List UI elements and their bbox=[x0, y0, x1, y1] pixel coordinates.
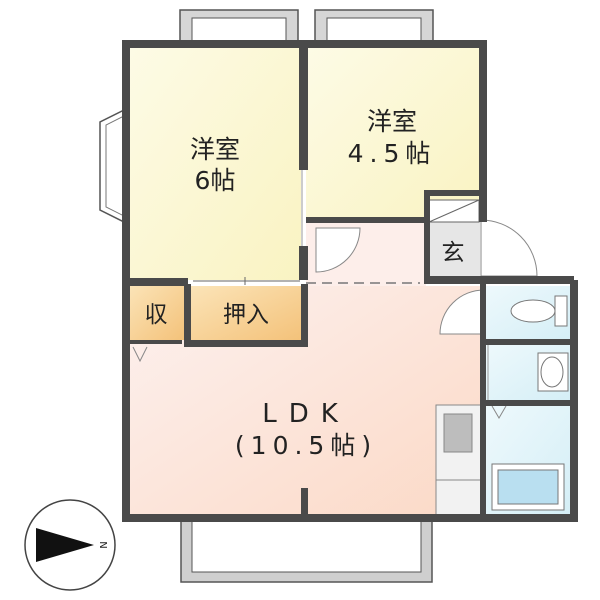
closet-area bbox=[190, 286, 301, 340]
entrance-area bbox=[426, 222, 480, 280]
compass: N bbox=[24, 499, 116, 591]
ldk-name: LDK bbox=[262, 399, 350, 429]
closet-label: 押入 bbox=[223, 302, 269, 328]
washbasin-fixture bbox=[537, 352, 569, 392]
western-room-4-5-name: 洋室 bbox=[367, 107, 417, 136]
compass-arrow-icon bbox=[36, 528, 94, 562]
top-balcony-left bbox=[179, 9, 299, 45]
entrance-label: 玄 bbox=[442, 240, 465, 266]
toilet-fixture bbox=[510, 295, 568, 327]
storage-label: 収 bbox=[145, 302, 168, 328]
compass-north-label: N bbox=[97, 541, 108, 548]
walls bbox=[122, 40, 578, 522]
storage-area bbox=[128, 286, 184, 340]
top-balcony-right bbox=[314, 9, 434, 45]
western-room-6-name: 洋室 bbox=[190, 135, 240, 164]
western-room-6-size: 6帖 bbox=[195, 166, 236, 195]
ldk-size: (10.5帖) bbox=[235, 431, 377, 460]
western-room-6-area bbox=[128, 46, 301, 280]
bottom-balcony bbox=[180, 519, 433, 583]
door-swings bbox=[132, 219, 538, 419]
western-room-4-5-size: 4.5帖 bbox=[348, 139, 437, 168]
kitchen-counter bbox=[435, 404, 482, 516]
bathtub-fixture bbox=[491, 463, 565, 511]
